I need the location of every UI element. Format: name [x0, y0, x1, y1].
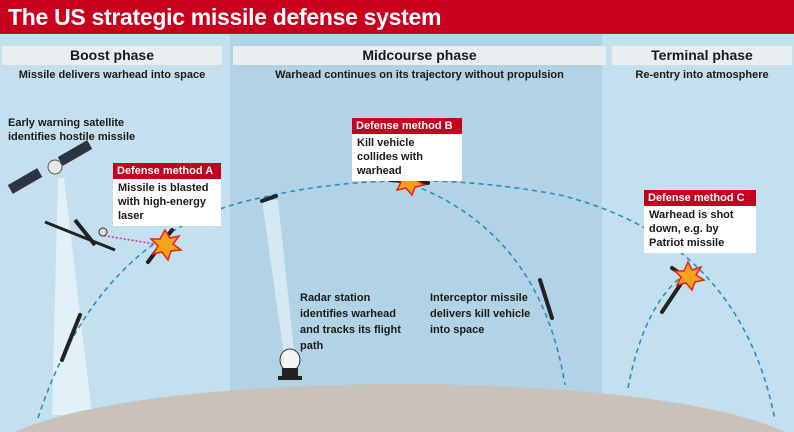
phase-description-boost: Missile delivers warhead into space: [18, 69, 206, 81]
earth-ground: [15, 384, 785, 432]
phase-header-midcourse: Midcourse phase: [233, 46, 606, 65]
radar-beam: [262, 200, 296, 370]
interceptor-trajectory: [404, 181, 566, 386]
satellite-icon: [7, 140, 93, 194]
phase-header-boost: Boost phase: [2, 46, 222, 65]
satellite-callout: Early warning satellite identifies hosti…: [8, 117, 136, 143]
phase-description-terminal: Re-entry into atmosphere: [635, 69, 769, 81]
defense-method-text: Missile is blasted with high-energy lase…: [118, 182, 209, 222]
laser-beam: [99, 234, 156, 245]
radar-callout: Radar station identifies warhead and tra…: [300, 292, 401, 352]
phase-header-terminal: Terminal phase: [612, 46, 792, 65]
satellite-beam: [52, 178, 92, 415]
defense-method-label: Defense method B: [352, 118, 462, 134]
missile-trajectory: [37, 179, 776, 421]
explosion-icon: [149, 165, 706, 292]
defense-method-b: Defense method B Kill vehicle collides w…: [352, 118, 462, 181]
airborne-laser-plane-icon: [44, 218, 116, 252]
interceptor-callout: Interceptor missile delivers kill vehicl…: [430, 292, 531, 336]
defense-method-a: Defense method A Missile is blasted with…: [113, 163, 221, 226]
page-title: The US strategic missile defense system: [0, 0, 794, 34]
defense-method-text: Warhead is shot down, e.g. by Patriot mi…: [649, 209, 734, 249]
patriot-trajectory: [627, 271, 689, 389]
defense-method-c: Defense method C Warhead is shot down, e…: [644, 190, 756, 253]
defense-method-label: Defense method C: [644, 190, 756, 206]
defense-method-text: Kill vehicle collides with warhead: [357, 137, 424, 177]
radar-station-icon: [278, 348, 302, 380]
phase-description-midcourse: Warhead continues on its trajectory with…: [275, 69, 564, 81]
defense-method-label: Defense method A: [113, 163, 221, 179]
